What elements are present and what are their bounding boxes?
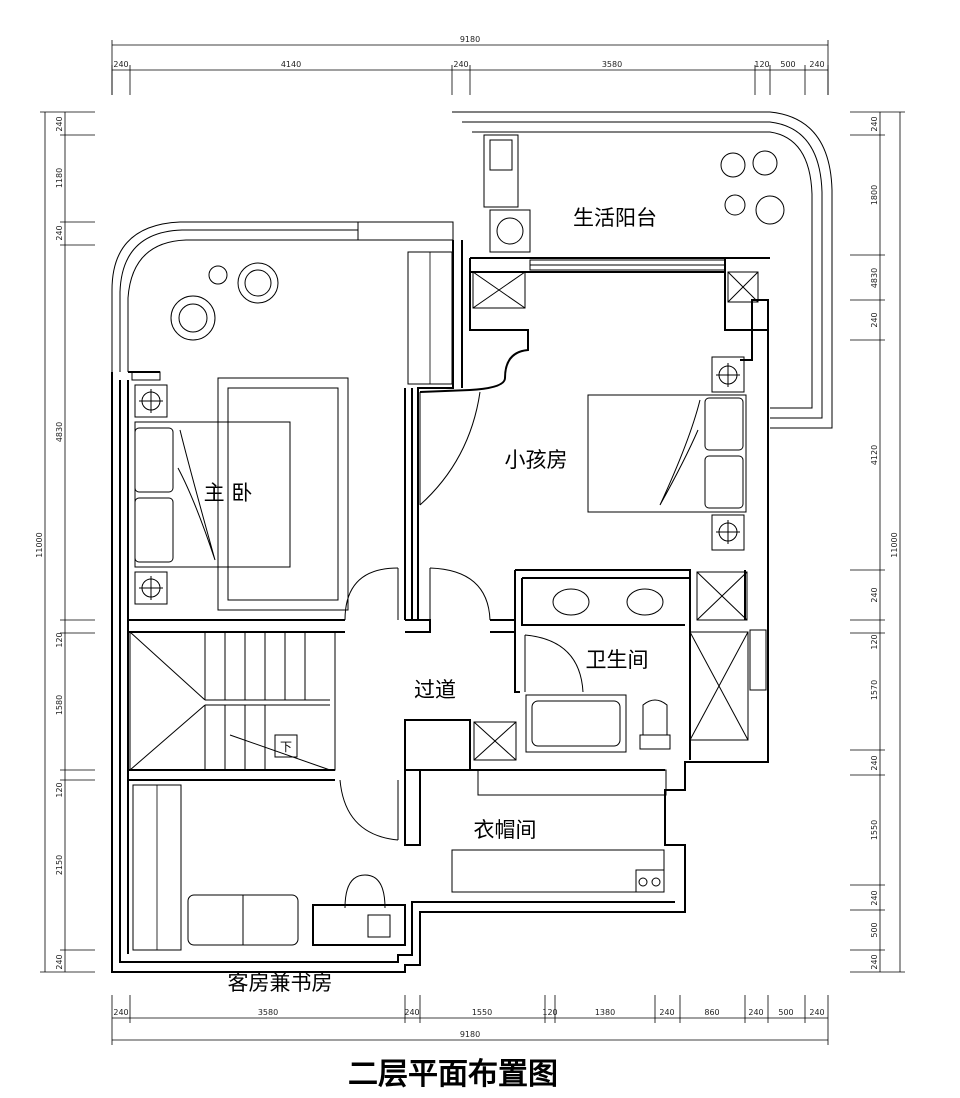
top-dim-1: 240 [113, 60, 128, 69]
top-dim-2: 4140 [281, 60, 301, 69]
walls [111, 240, 770, 973]
left-dim-9: 240 [55, 954, 64, 969]
right-total-dim: 11000 [890, 532, 899, 557]
top-dim-7: 240 [809, 60, 824, 69]
right-dim-1: 240 [870, 116, 879, 131]
guest-room-furniture [132, 784, 391, 951]
plant-icon [720, 150, 785, 225]
round-table-icon [208, 265, 228, 285]
right-dim-2: 1800 [870, 185, 879, 205]
wardrobe-icon [407, 251, 453, 385]
room-label-balcony: 生活阳台 [573, 206, 657, 230]
left-total-dim: 11000 [35, 532, 44, 557]
room-label-corridor: 过道 [414, 678, 456, 702]
bottom-dim-7: 240 [659, 1008, 674, 1017]
shower-icon [689, 631, 749, 741]
right-dimensions: 11000 240 1800 4830 240 4120 240 120 157… [850, 111, 905, 973]
bottom-dim-5: 120 [542, 1008, 557, 1017]
bottom-dim-9: 240 [748, 1008, 763, 1017]
shaft-icon [727, 271, 759, 303]
top-dim-5: 120 [754, 60, 769, 69]
sink-icon [483, 134, 519, 208]
nightstand-lamp-icon [711, 514, 745, 551]
left-dim-3: 240 [55, 225, 64, 240]
balcony-fixtures [483, 134, 785, 303]
top-dim-6: 500 [780, 60, 795, 69]
left-dim-1: 240 [55, 116, 64, 131]
right-dim-6: 240 [870, 587, 879, 602]
room-label-guest-study: 客房兼书房 [228, 971, 333, 995]
right-dim-10: 1550 [870, 820, 879, 840]
shaft-icon [473, 721, 517, 761]
doors [339, 391, 584, 841]
bathroom-fixtures [525, 571, 749, 753]
room-label-bathroom: 卫生间 [586, 648, 649, 672]
bottom-dim-3: 240 [404, 1008, 419, 1017]
right-dim-5: 4120 [870, 445, 879, 465]
cloakroom-furniture [451, 721, 667, 893]
sofa-icon [187, 894, 299, 946]
right-dim-3: 4830 [870, 268, 879, 288]
right-dim-8: 1570 [870, 680, 879, 700]
bottom-dim-6: 1380 [595, 1008, 615, 1017]
toilet-icon [639, 699, 671, 750]
page-title: 二层平面布置图 [348, 1057, 558, 1092]
bottom-dim-4: 1550 [472, 1008, 492, 1017]
top-total-dim: 9180 [460, 35, 480, 44]
chair-icon [344, 874, 386, 909]
child-room-furniture [472, 271, 747, 551]
shaft-icon [696, 571, 748, 621]
bottom-dim-1: 240 [113, 1008, 128, 1017]
duct-shaft-icon [472, 271, 526, 309]
room-label-cloakroom: 衣帽间 [474, 818, 537, 842]
staircase: 下 [129, 631, 336, 771]
master-bedroom-furniture [134, 251, 453, 611]
bottom-dim-11: 240 [809, 1008, 824, 1017]
right-dim-11: 240 [870, 890, 879, 905]
right-dim-7: 120 [870, 634, 879, 649]
left-dim-6: 1580 [55, 695, 64, 715]
top-dim-3: 240 [453, 60, 468, 69]
right-dim-13: 240 [870, 954, 879, 969]
bottom-dim-8: 860 [704, 1008, 719, 1017]
room-label-child-room: 小孩房 [505, 448, 568, 472]
left-dimensions: 11000 240 1180 240 4830 120 1580 120 215… [35, 111, 95, 973]
book-icon [367, 914, 391, 938]
left-dim-8: 2150 [55, 855, 64, 875]
nightstand-lamp-icon [134, 571, 168, 605]
bottom-total-dim: 9180 [460, 1030, 480, 1039]
top-dimensions: 9180 240 4140 240 3580 120 500 240 [111, 35, 829, 95]
left-dim-4: 4830 [55, 422, 64, 442]
wardrobe-icon [132, 784, 182, 951]
stair-down-label: 下 [280, 740, 292, 754]
left-dim-7: 120 [55, 782, 64, 797]
room-label-master-bedroom: 主 卧 [204, 481, 253, 505]
windows [131, 259, 767, 691]
washing-machine-icon [489, 209, 531, 253]
nightstand-lamp-icon [711, 356, 745, 393]
left-dim-5: 120 [55, 632, 64, 647]
bottom-dimensions: 240 3580 240 1550 120 1380 240 860 240 5… [111, 995, 829, 1045]
round-chair-icon [170, 295, 216, 341]
right-dim-9: 240 [870, 755, 879, 770]
top-dim-4: 3580 [602, 60, 622, 69]
right-dim-4: 240 [870, 312, 879, 327]
left-dim-2: 1180 [55, 168, 64, 188]
washbasin-icon [552, 588, 664, 616]
balcony-rails [111, 111, 833, 429]
bathtub-icon [525, 694, 627, 753]
bottom-dim-2: 3580 [258, 1008, 278, 1017]
round-chair-icon [237, 262, 279, 304]
bottom-dim-10: 500 [778, 1008, 793, 1017]
right-dim-12: 500 [870, 922, 879, 937]
nightstand-lamp-icon [134, 384, 168, 418]
